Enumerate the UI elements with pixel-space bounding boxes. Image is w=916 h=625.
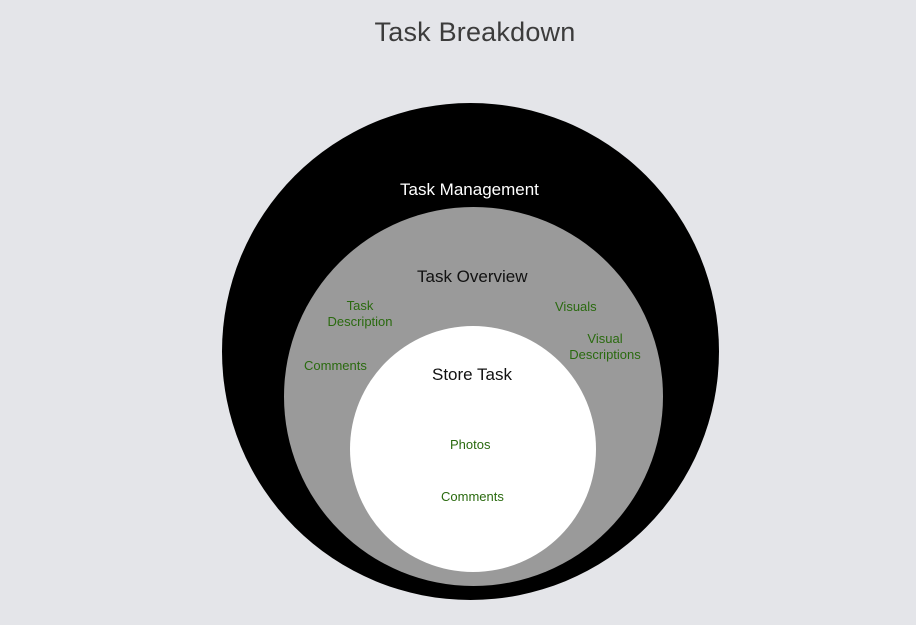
page-title: Task Breakdown	[374, 17, 576, 47]
photos-item: Photos	[450, 437, 491, 452]
task-management-label: Task Management	[400, 180, 539, 199]
visual-descriptions-item: Visual Descriptions	[569, 331, 641, 362]
store-task-circle	[350, 326, 596, 572]
overview-comments-item: Comments	[304, 358, 367, 373]
store-task-label: Store Task	[432, 365, 513, 384]
visuals-item: Visuals	[555, 299, 597, 314]
task-description-item: Task Description	[327, 298, 393, 329]
task-overview-label: Task Overview	[417, 267, 528, 286]
store-comments-item: Comments	[441, 489, 504, 504]
